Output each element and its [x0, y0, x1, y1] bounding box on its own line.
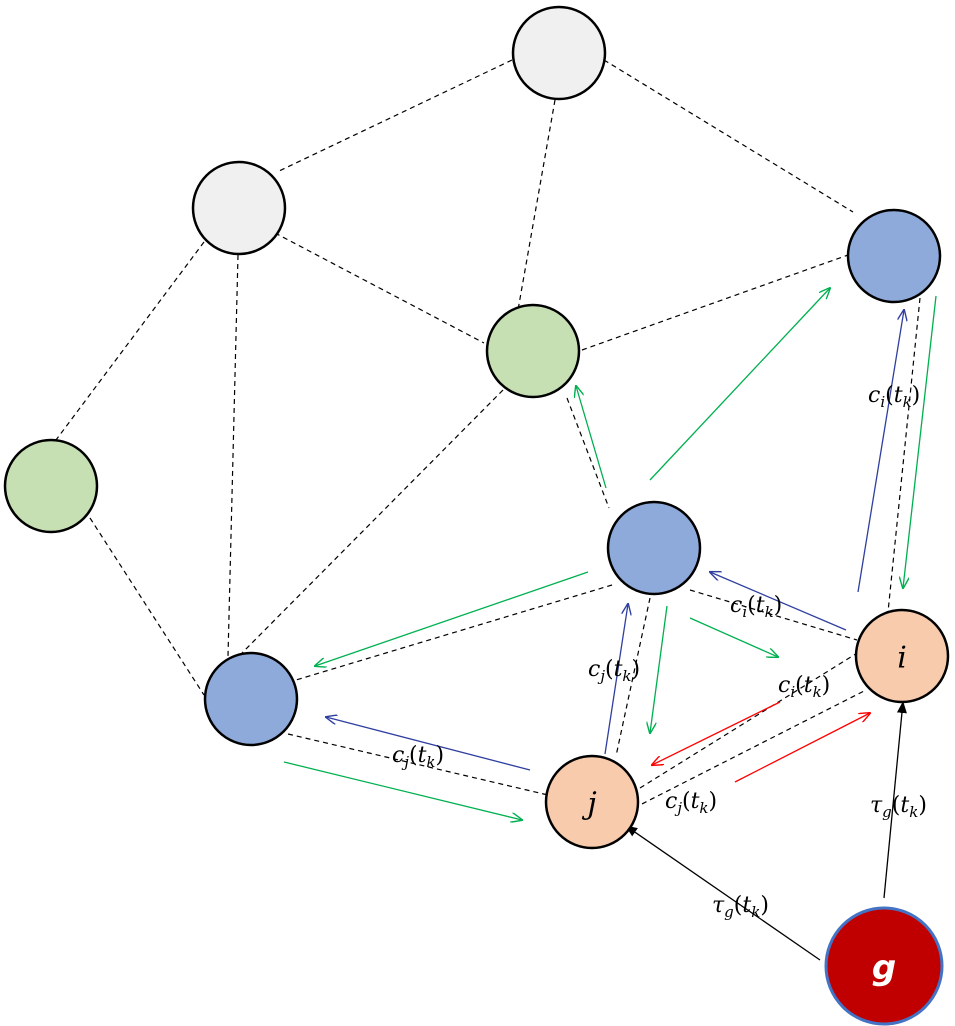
label-ci-top-right: ci(tk) — [868, 383, 920, 411]
node-g-label: g — [872, 948, 896, 988]
blue-arrows — [326, 310, 904, 771]
tau-arrow — [883, 701, 907, 899]
node-green-left — [3, 438, 99, 534]
tau-arrow — [625, 825, 821, 961]
node-blue-top-right — [846, 208, 942, 304]
node-i — [854, 608, 950, 704]
red-arrow — [734, 713, 870, 783]
edge — [581, 254, 849, 351]
green-arrow — [576, 386, 607, 489]
green-arrow — [283, 761, 522, 820]
node-blue-bottom-left — [203, 651, 299, 747]
edge — [227, 254, 239, 657]
edge — [689, 589, 858, 641]
green-arrow — [650, 605, 668, 733]
node-g — [824, 906, 944, 1026]
edge — [295, 584, 613, 681]
edges — [55, 59, 921, 809]
blue-arrow — [857, 310, 904, 593]
node-green-center — [485, 303, 581, 399]
green-arrow — [315, 571, 589, 666]
blue-arrow — [710, 572, 847, 631]
edge — [274, 232, 485, 344]
edge — [603, 59, 854, 213]
node-j — [544, 754, 640, 850]
node-blue-center — [606, 500, 702, 596]
red-arrow — [652, 701, 781, 765]
edge — [517, 99, 556, 311]
label-cj-vertical: cj(tk) — [588, 657, 640, 685]
label-ci-mid: ci(tk) — [730, 593, 782, 621]
label-tau-right: τg(tk) — [870, 793, 927, 821]
green-arrow — [903, 295, 937, 588]
node-gray-left — [191, 160, 287, 256]
edge — [887, 297, 921, 613]
label-ci-red: ci(tk) — [778, 673, 830, 701]
label-cj-bottom: cj(tk) — [665, 789, 717, 817]
edge — [276, 59, 513, 173]
nodes: i j g — [3, 5, 950, 1026]
node-gray-top — [511, 5, 607, 101]
label-cj-left: cj(tk) — [392, 743, 444, 771]
edge — [55, 241, 205, 441]
labels: ci(tk) ci(tk) ci(tk) cj(tk) cj(tk) cj(tk… — [392, 383, 927, 921]
blue-arrow — [326, 717, 531, 771]
edge — [566, 397, 610, 509]
edge — [639, 649, 863, 789]
edge — [241, 389, 504, 654]
green-arrow — [649, 288, 830, 481]
green-arrows — [283, 288, 937, 820]
tau-arrows — [625, 701, 907, 961]
node-i-label: i — [897, 641, 907, 676]
red-arrows — [652, 701, 870, 783]
blue-arrow — [604, 604, 628, 755]
green-arrow — [689, 617, 778, 657]
edge — [89, 517, 205, 696]
edge — [633, 689, 867, 809]
label-tau-left: τg(tk) — [712, 893, 769, 921]
